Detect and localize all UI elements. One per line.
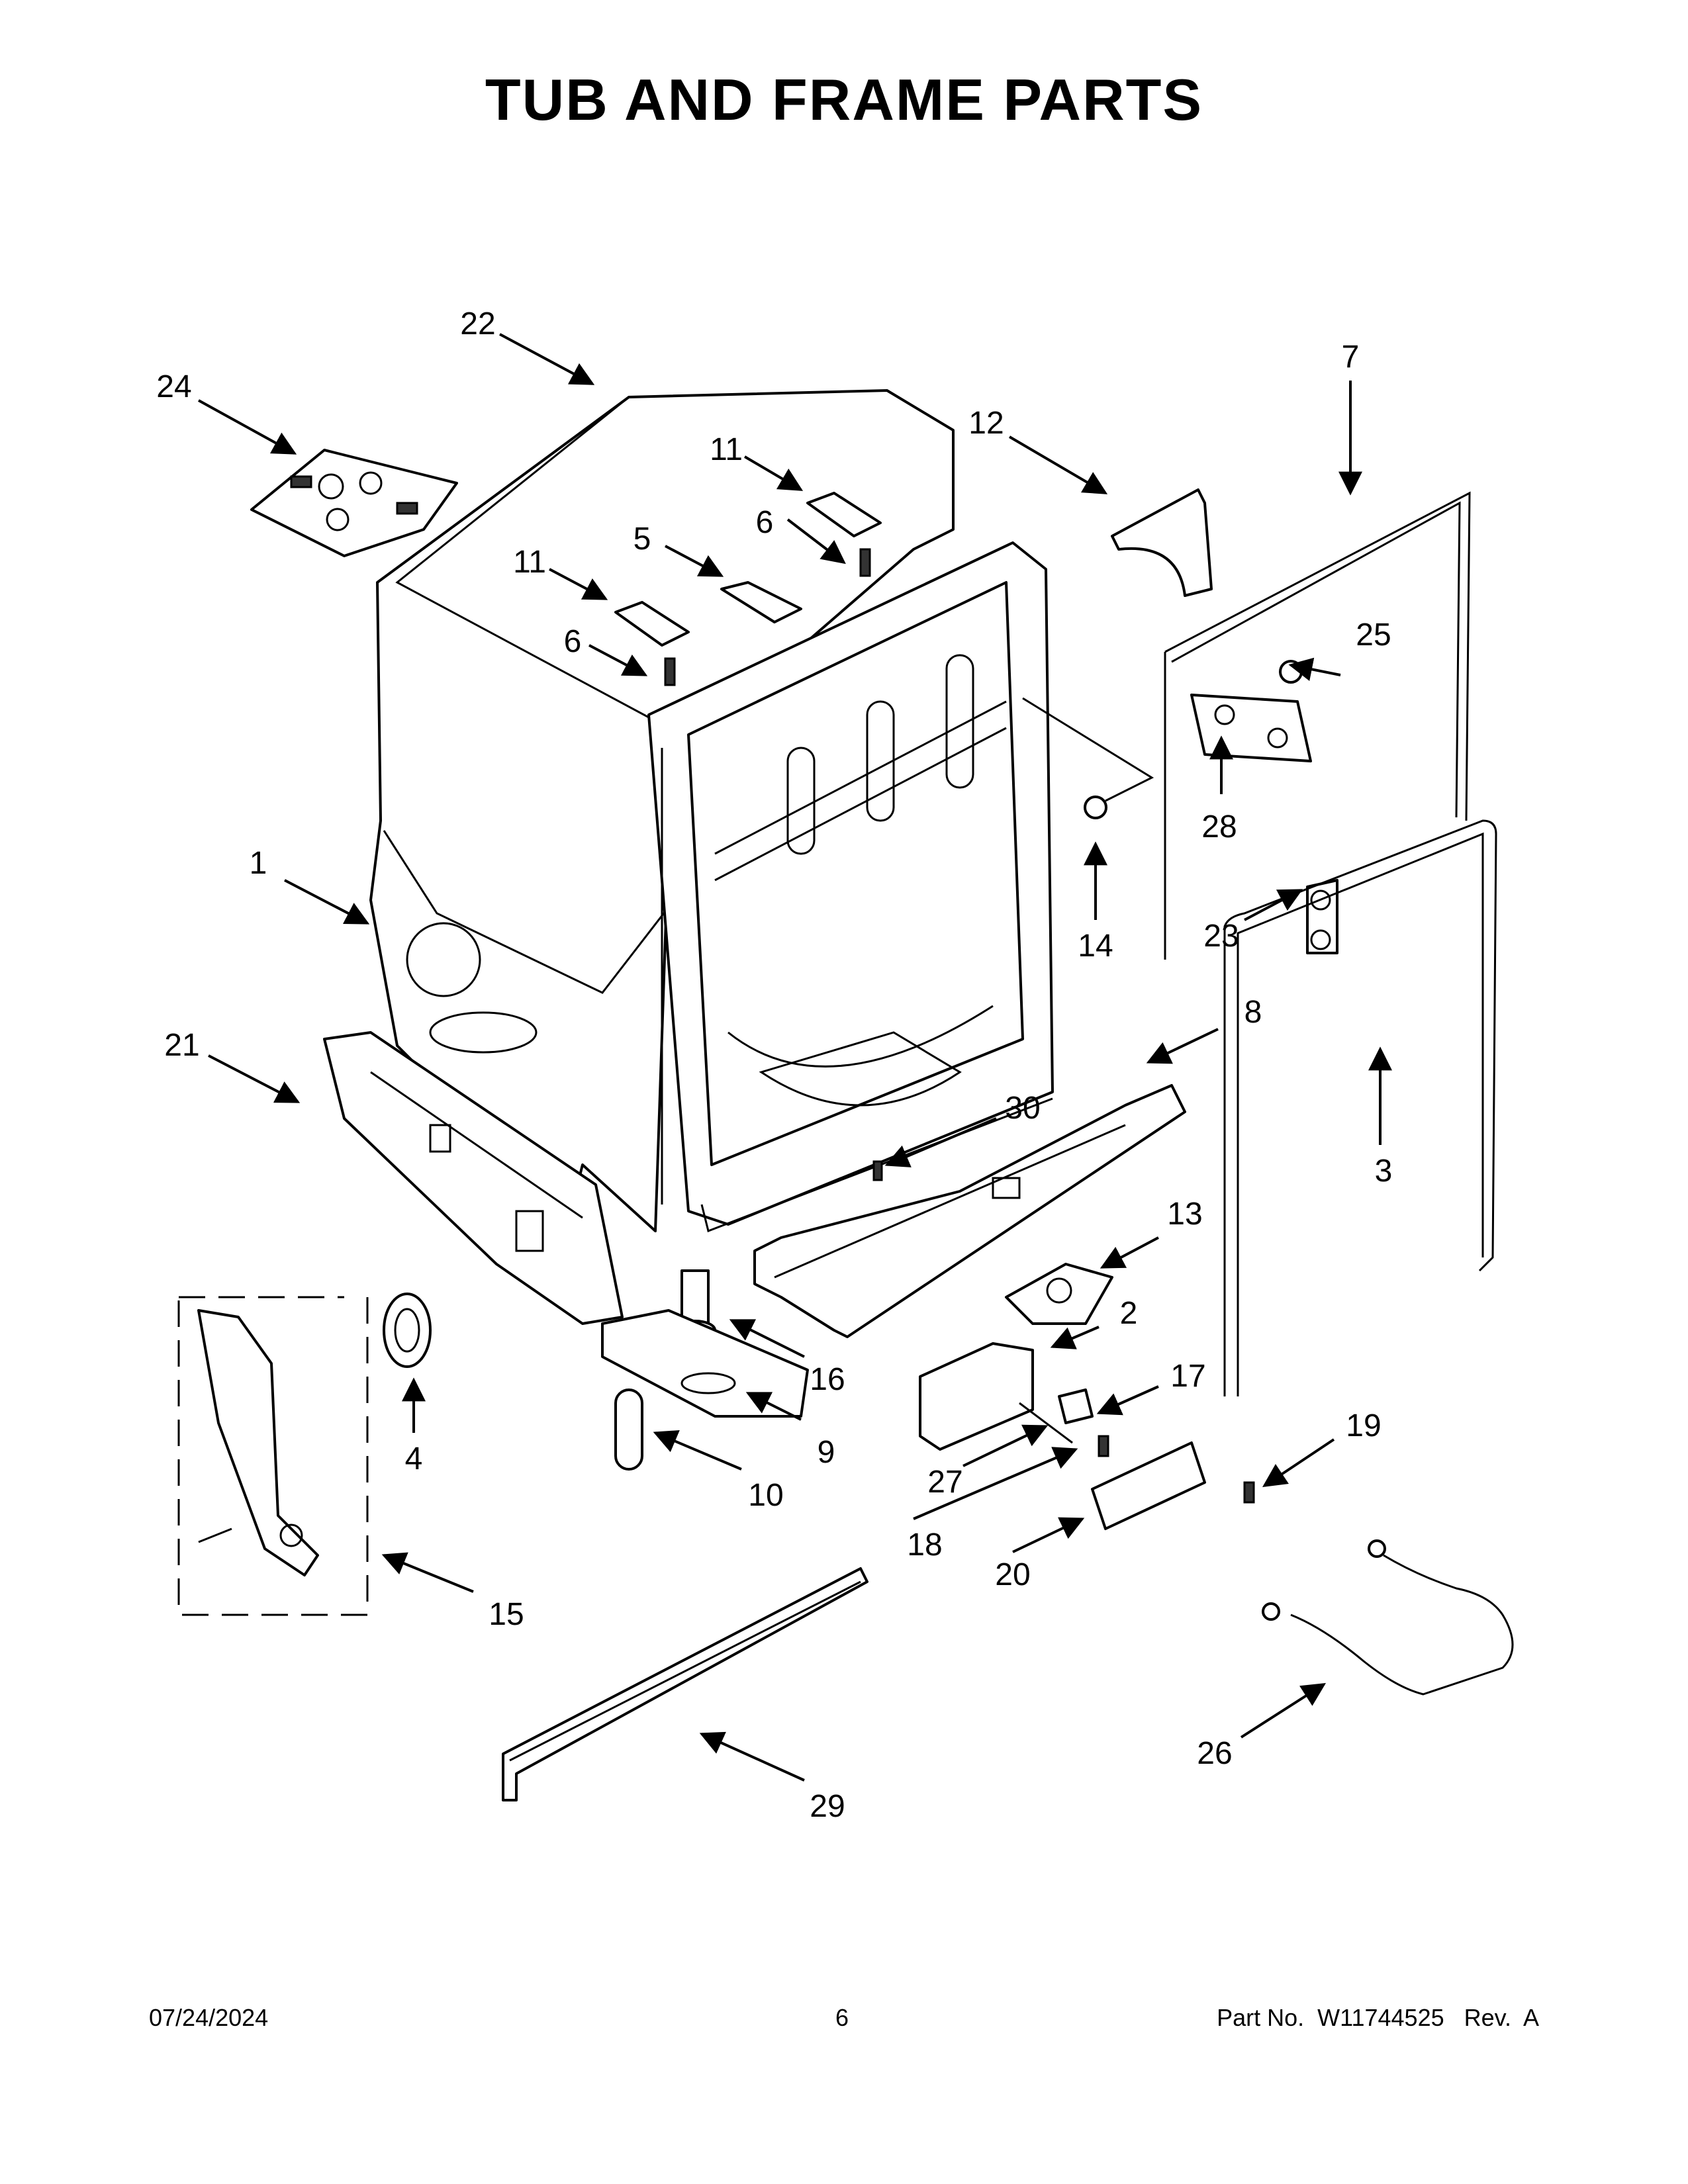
- callout-label: 3: [1375, 1154, 1393, 1189]
- callout-label: 24: [156, 369, 191, 404]
- hardware-packet-part: [250, 449, 458, 557]
- callout-label: 27: [927, 1465, 962, 1500]
- tube-part: [614, 1388, 643, 1471]
- toe-panel-part: [502, 1567, 868, 1801]
- footer-part-number: Part No. W11744525 Rev. A: [1217, 2004, 1539, 2031]
- page-title: TUB AND FRAME PARTS: [485, 67, 1203, 132]
- callout-label: 4: [405, 1441, 423, 1477]
- terminal-cover-part: [1091, 1441, 1255, 1530]
- wire-harness-part: [1262, 1539, 1514, 1696]
- callout-label: 23: [1203, 919, 1239, 954]
- callout-label: 16: [810, 1362, 845, 1397]
- side-gasket-part: [1223, 819, 1497, 1396]
- tub-frame-part: [647, 541, 1054, 1233]
- callout-label: 8: [1244, 995, 1262, 1030]
- door-hinge-assembly-part: [177, 1296, 369, 1616]
- footer-date: 07/24/2024: [149, 2004, 269, 2031]
- callout-label: 7: [1342, 340, 1360, 375]
- callout-label: 6: [564, 624, 582, 659]
- callout-label: 29: [810, 1789, 845, 1824]
- base-frame-part: [753, 1084, 1186, 1338]
- front-frame-part: [323, 1031, 624, 1325]
- screw-30-part: [872, 1160, 883, 1181]
- callout-label: 11: [513, 545, 546, 580]
- callout-label: 25: [1356, 617, 1391, 653]
- callout-labels: 1 2 3 4 5 6 6 7 8 9 10 11 11 12 13 14 15…: [156, 306, 1392, 1824]
- callout-label: 10: [748, 1478, 783, 1513]
- callout-label: 6: [756, 505, 774, 540]
- callout-label: 20: [995, 1557, 1030, 1592]
- callout-label: 28: [1201, 809, 1237, 844]
- callout-label: 12: [968, 406, 1004, 441]
- leader-lines: [198, 333, 1392, 1782]
- callout-label: 30: [1005, 1091, 1040, 1126]
- callout-label: 14: [1078, 929, 1113, 964]
- plug-part: [1022, 697, 1154, 819]
- callout-label: 11: [710, 432, 743, 467]
- callout-label: 13: [1167, 1197, 1202, 1232]
- callout-label: 9: [818, 1435, 835, 1470]
- callout-label: 26: [1197, 1736, 1232, 1771]
- wheel-part: [383, 1293, 432, 1368]
- callout-label: 17: [1170, 1359, 1205, 1394]
- callout-label: 18: [907, 1527, 942, 1563]
- bracket-13-part: [1005, 1263, 1113, 1325]
- footer-page-number: 6: [835, 2004, 849, 2031]
- callout-label: 1: [250, 846, 267, 881]
- callout-label: 19: [1346, 1408, 1381, 1443]
- callout-label: 15: [489, 1597, 524, 1632]
- callout-label: 5: [633, 522, 651, 557]
- callout-label: 2: [1120, 1296, 1138, 1331]
- top-brackets-part: [614, 492, 882, 686]
- hinge-cover-part: [1111, 488, 1213, 597]
- callout-label: 21: [164, 1028, 199, 1063]
- door-gasket-part: [1164, 491, 1471, 960]
- callout-label: 22: [460, 306, 495, 341]
- leg-bracket-part: [601, 1309, 809, 1418]
- junction-box-part: [919, 1342, 1109, 1457]
